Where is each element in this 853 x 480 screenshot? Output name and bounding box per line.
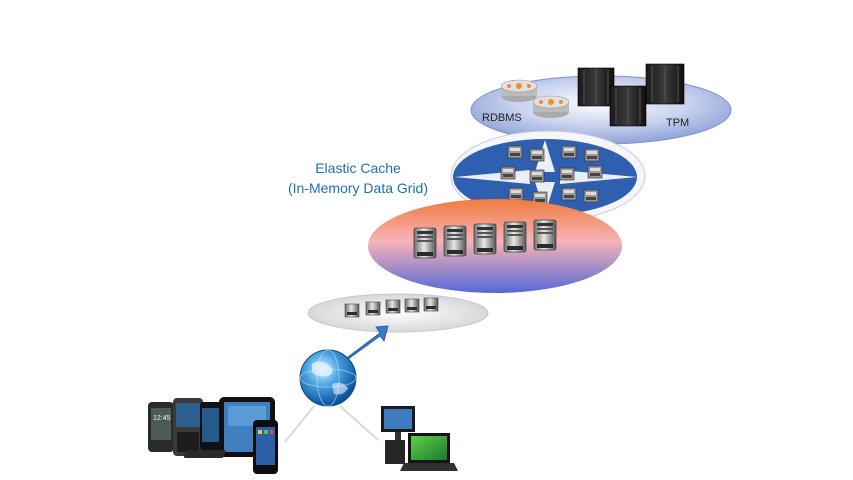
smartphone-icon — [253, 420, 278, 474]
smartphone-icon — [173, 398, 203, 456]
rdbms-label: RDBMS — [482, 112, 522, 124]
cache-title-line1: Elastic Cache — [315, 160, 401, 176]
mobile-to-globe-line — [284, 405, 315, 443]
smartphone-icon — [200, 402, 222, 450]
tpm-label: TPM — [666, 117, 689, 129]
cache-title-line2: (In-Memory Data Grid) — [287, 180, 429, 196]
globe-icon — [299, 349, 357, 407]
desktop-to-globe-line — [339, 405, 379, 441]
mainframe-server-icon — [577, 67, 615, 107]
mainframe-server-icon — [609, 85, 647, 127]
laptop-icon — [400, 433, 458, 471]
mainframe-server-icon — [645, 63, 685, 105]
router-icon — [532, 95, 570, 118]
desktop-computer-icon — [183, 406, 415, 464]
router-icon — [500, 79, 538, 102]
svg-text:12:45: 12:45 — [153, 415, 171, 422]
elastic-cache-caption: Elastic Cache (In-Memory Data Grid) — [258, 158, 458, 198]
smartphone-icon: 12:45 — [148, 402, 174, 452]
